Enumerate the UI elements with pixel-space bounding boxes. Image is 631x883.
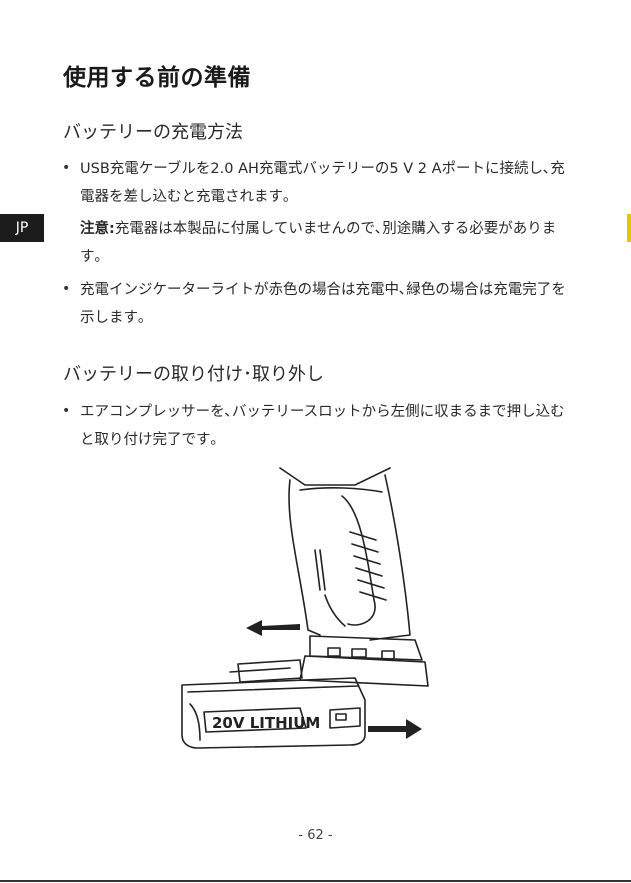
bottom-rule [0,880,631,882]
note-label: 注意: [80,221,115,237]
section-heading-attach: バッテリーの取り付け･取り外し [63,360,324,386]
compressor-handle [280,468,428,686]
attach-step-text: エアコンプレッサーを､バッテリースロットから左側に収まるまで押し込むと取り付け完… [80,398,575,454]
language-tab: JP [0,214,44,242]
page-title: 使用する前の準備 [63,58,251,92]
battery-label: 20V LITHIUM [212,714,320,732]
section-heading-charging: バッテリーの充電方法 [63,118,243,144]
battery-pack [182,660,365,748]
bullet-marker: • [62,403,70,419]
insert-arrow [368,719,422,739]
note-text: 充電器は本製品に付属していませんので､別途購入する必要があります｡ [80,221,556,265]
charging-indicator-text: 充電インジケーターライトが赤色の場合は充電中､緑色の場合は充電完了を示します｡ [80,276,575,332]
charging-note: 注意:充電器は本製品に付属していませんので､別途購入する必要があります｡ [80,215,575,271]
remove-arrow [246,620,300,636]
charging-step-text: USB充電ケーブルを2.0 AH充電式バッテリーの5 V 2 Aポートに接続し､… [80,155,575,211]
margin-marker [627,214,631,242]
bullet-marker: • [62,160,70,176]
page-number: - 62 - [0,828,631,843]
battery-install-illustration: 20V LITHIUM [160,460,460,750]
bullet-marker: • [62,281,70,297]
